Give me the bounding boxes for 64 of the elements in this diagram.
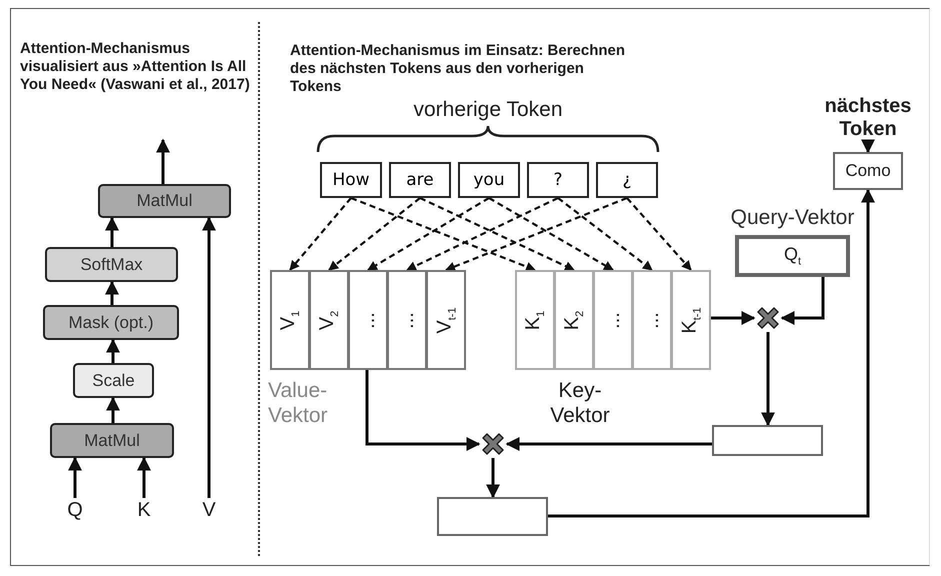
output-token-label: nächstes Token [818,94,918,142]
token-box: ¿ [596,162,658,198]
arrow [105,216,119,247]
dashed-arrow [445,196,628,272]
scale-box: Scale [73,363,154,398]
token-box: How [320,162,382,198]
arrow [548,188,875,518]
dashed-arrow [328,197,421,271]
arrow [106,396,120,423]
dashed-arrow [488,197,614,271]
key-cell [671,270,711,370]
arrow [366,370,480,451]
arrow [105,280,119,305]
vector-label: Value-Vektor [268,378,329,428]
value-cell [270,270,310,370]
vector-label: Key-Vektor [549,378,611,428]
arrow [711,311,756,325]
dashed-arrow [367,197,490,271]
input-label: V [198,498,220,522]
value-cell [426,270,466,370]
result-box [712,425,823,456]
key-cell [515,270,555,370]
value-cell [348,270,388,370]
query-value: Q$_{t}$ [784,244,802,268]
key-cell [593,270,633,370]
dashed-arrow [420,197,575,271]
key-cell [554,270,594,370]
cell-label: ... [356,312,380,328]
output-token-box: Como [833,152,903,190]
matmul-box: MatMul [98,184,231,218]
input-label: Q [64,498,86,522]
token-box: are [389,162,451,198]
cell-label: ... [396,312,418,328]
cell-label: ... [640,312,664,328]
dashed-arrow [626,197,692,271]
arrow [156,138,170,184]
group-label: vorherige Token [412,97,564,122]
key-cell [632,270,672,370]
token-box: you [458,162,520,198]
panel-heading: Attention-Mechanismus visualisiert aus »Attention Is All You Need« (Vaswani et al., 2017) [20,40,251,94]
vector-label: Query-Vektor [730,205,854,231]
arrow [861,139,875,154]
token-box: ? [527,162,589,198]
input-label: K [133,498,155,522]
dashed-arrow [557,197,653,271]
cell-label: ... [602,312,624,328]
arrow [486,458,500,498]
softmax-box: SoftMax [45,247,178,282]
panel-heading: Attention-Mechanismus im Einsatz: Berechnen des nächsten Tokens aus den vorherigen Tokens [290,42,626,96]
arrow [68,456,82,498]
value-cell [387,270,427,370]
mask-box: Mask (opt.) [43,305,179,340]
dashed-arrow [289,197,352,271]
value-cell [309,270,349,370]
arrow [780,277,824,325]
arrow [106,338,120,363]
arrow [506,437,712,451]
arrow [137,456,151,498]
dashed-arrow [406,197,558,271]
arrow [761,332,775,426]
arrow [202,216,216,498]
result-box [437,497,548,536]
matmul-box: MatMul [50,423,174,458]
dashed-arrow [350,196,536,272]
